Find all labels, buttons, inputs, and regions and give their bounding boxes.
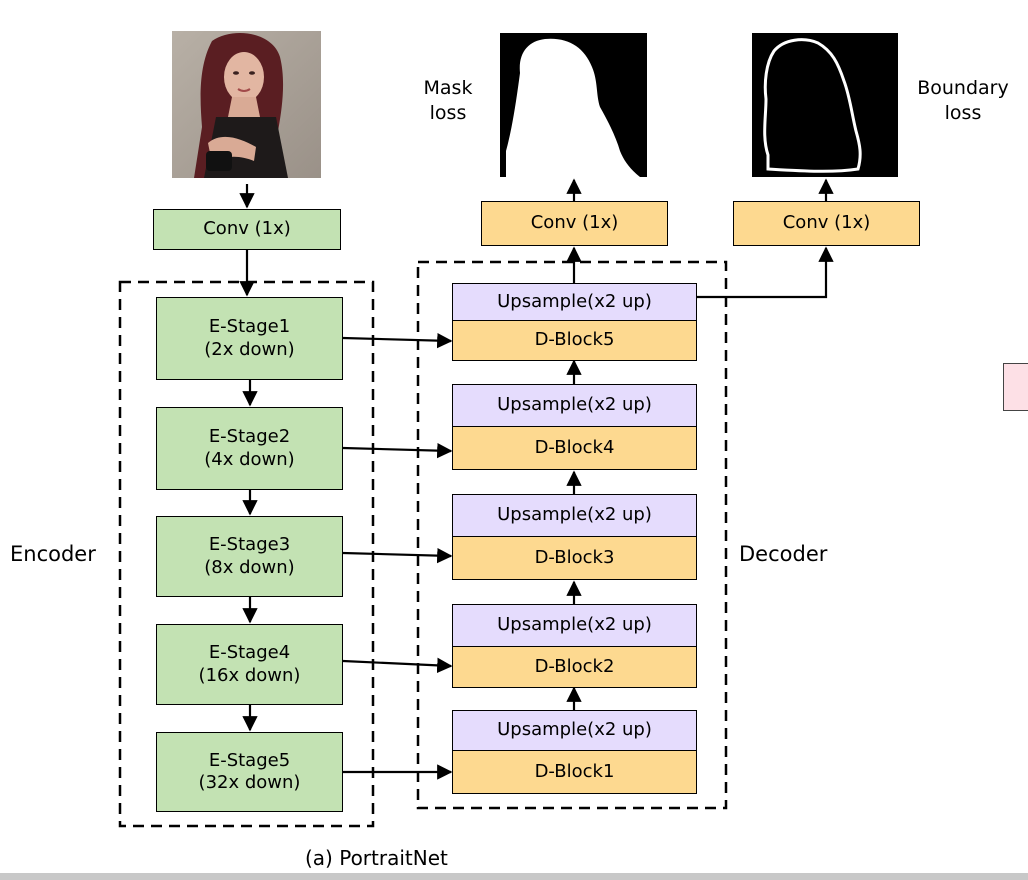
boundary-label-line1: Boundary [917,77,1009,99]
stage-name: E-Stage1 [208,316,291,337]
decoder-block-3: D-Block3 [452,536,697,580]
encoder-stage-5: E-Stage5(32x down) [156,732,343,812]
decoder-block-5: D-Block5 [452,320,697,361]
encoder-stage-4: E-Stage4(16x down) [156,624,343,705]
boundary-loss-label: Boundary loss [906,76,1020,125]
mask-output-image [500,33,647,177]
stage-scale: (16x down) [198,664,301,686]
decoder-group-outline [416,260,728,810]
mask-loss-label: Mask loss [412,76,484,125]
decoder-upsample-1: Upsample(x2 up) [452,710,697,751]
decoder-label: Decoder [739,542,828,566]
mask-conv-box: Conv (1x) [481,201,668,246]
stage-name: E-Stage3 [208,534,291,555]
bottom-strip [0,873,1028,880]
decoder-block-4: D-Block4 [452,426,697,470]
mask-label-line1: Mask [423,77,473,99]
stage-name: E-Stage5 [208,749,291,771]
stage-name: E-Stage2 [208,426,291,447]
stage-scale: (4x down) [204,448,295,470]
input-conv-box: Conv (1x) [153,209,341,250]
stage-scale: (8x down) [204,556,295,578]
stage-scale: (2x down) [204,338,295,360]
stage-scale: (32x down) [198,772,301,793]
mask-label-line2: loss [429,101,467,124]
figure-caption: (a) PortraitNet [305,846,448,870]
boundary-output-image [752,33,898,177]
input-portrait-image [172,31,321,178]
stage-name: E-Stage4 [208,642,291,663]
encoder-stage-2: E-Stage2(4x down) [156,407,343,490]
boundary-conv-box: Conv (1x) [733,201,920,246]
decoder-block-1: D-Block1 [452,750,697,794]
decoder-upsample-5: Upsample(x2 up) [452,283,697,321]
encoder-stage-1: E-Stage1(2x down) [156,297,343,380]
boundary-label-line2: loss [944,101,982,124]
decoder-upsample-3: Upsample(x2 up) [452,494,697,537]
encoder-stage-3: E-Stage3(8x down) [156,516,343,597]
decoder-block-2: D-Block2 [452,646,697,688]
decoder-upsample-4: Upsample(x2 up) [452,384,697,427]
decoder-upsample-2: Upsample(x2 up) [452,604,697,647]
encoder-label: Encoder [10,542,96,566]
cropped-pink-box [1003,363,1028,411]
